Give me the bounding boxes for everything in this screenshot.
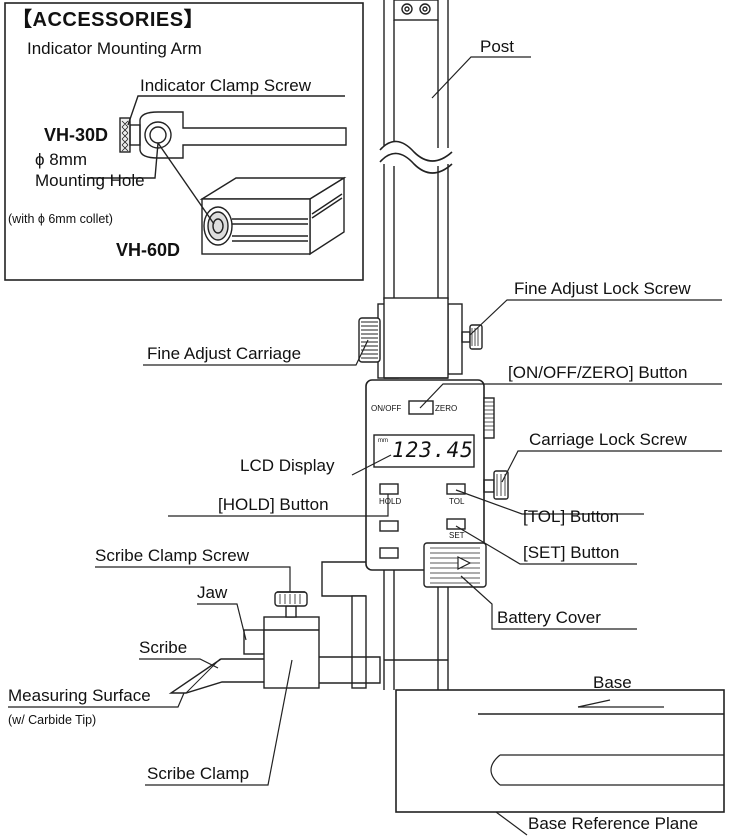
leader-mounting-hole [88,142,159,179]
carriage-lock-screw-label: Carriage Lock Screw [529,430,687,449]
carbide-tip-label: (w/ Carbide Tip) [8,713,97,727]
accessories-title: 【ACCESSORIES】 [12,9,205,31]
model-vh60d-label: VH-60D [116,240,181,260]
set-button-label: [SET] Button [523,543,620,562]
battery-cover-label: Battery Cover [497,608,601,627]
base-label: Base [593,673,632,692]
model-vh30d-label: VH-30D [44,125,109,145]
indicator-clamp-screw-label: Indicator Clamp Screw [140,76,312,95]
lcd-display-label: LCD Display [240,456,335,475]
fine-adjust-carriage [358,297,483,379]
fine-adjust-carriage-label: Fine Adjust Carriage [147,344,302,363]
lcd-unit-print: mm [378,438,388,444]
base [395,689,725,813]
scribe-clamp-label: Scribe Clamp [147,764,250,783]
post-label: Post [480,37,515,56]
hold-button-label: [HOLD] Button [218,495,329,514]
on-off-zero-button-label: [ON/OFF/ZERO] Button [508,363,688,382]
indicator-mounting-arm-label: Indicator Mounting Arm [27,39,202,58]
base-reference-plane-label: Base Reference Plane [528,814,699,833]
fine-adjust-lock-screw-label: Fine Adjust Lock Screw [514,279,691,298]
mounting-arm-vh60d [199,176,347,256]
tol-button-label: [TOL] Button [523,507,620,526]
zero-print: ZERO [435,404,458,413]
leader-clamp-screw [127,95,345,126]
lcd-readout: 123.45 [392,438,474,462]
set-print: SET [449,531,465,540]
scribe-clamp-screw-label: Scribe Clamp Screw [95,546,249,565]
mounting-hole-size-label: ϕ 8mm [35,150,88,169]
tol-print: TOL [449,497,465,506]
hold-print: HOLD [379,497,402,506]
scribe-label: Scribe [139,638,188,657]
accessories-box [4,2,364,281]
mounting-hole-label: Mounting Hole [35,171,145,190]
onoff-print: ON/OFF [371,404,402,413]
jaw-label: Jaw [197,583,228,602]
collet-note-label: (with ϕ 6mm collet) [8,212,113,226]
post [379,0,453,690]
measuring-surface-label: Measuring Surface [8,686,151,705]
leader-lines [8,56,722,836]
scribe-assembly [168,591,381,694]
digital-unit [321,379,509,597]
mounting-arm-vh30d [119,111,347,159]
